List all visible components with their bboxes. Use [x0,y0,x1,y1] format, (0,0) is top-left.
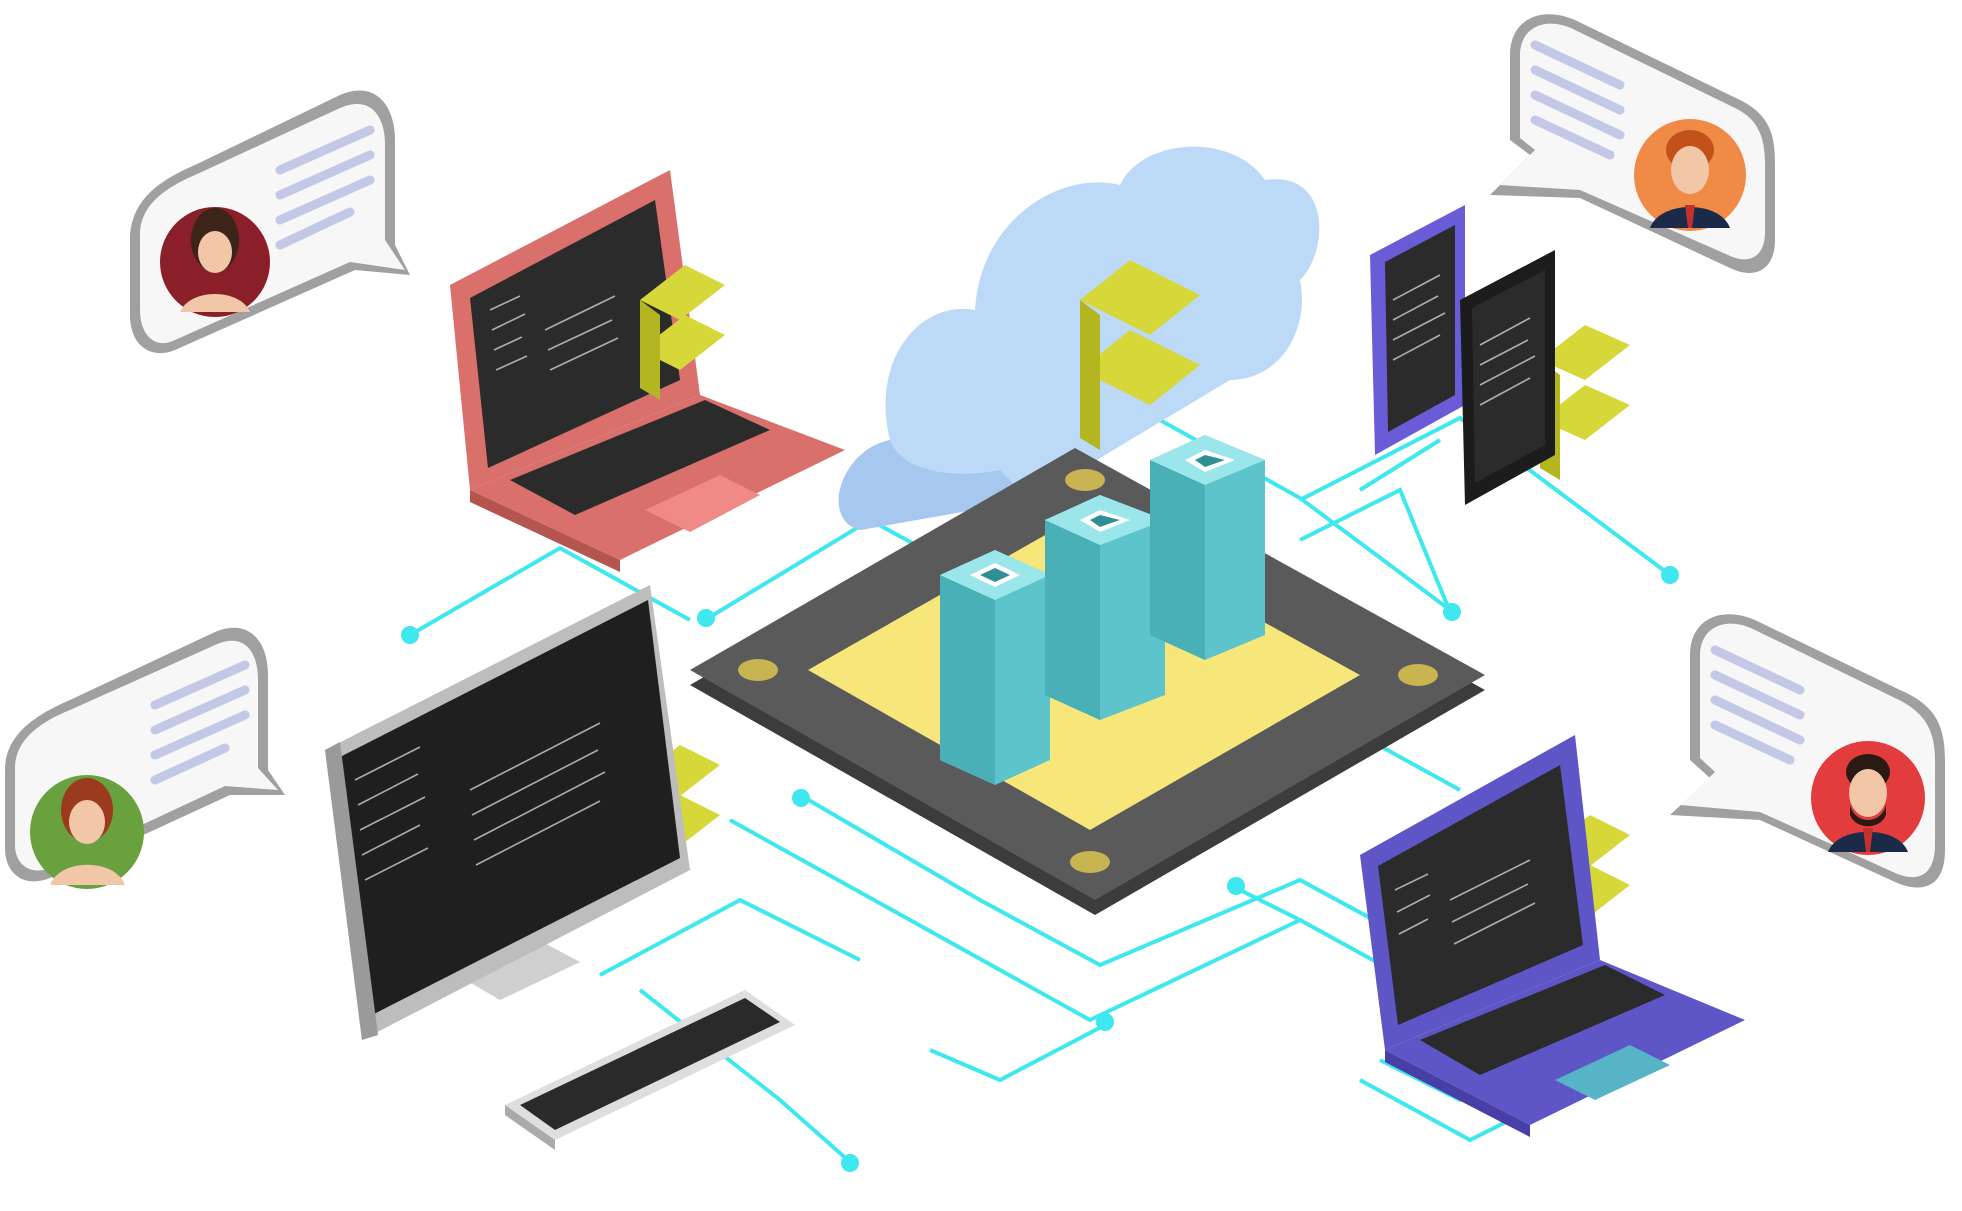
user-avatar-icon [1811,741,1925,855]
server-tower-icon [940,550,1050,785]
server-tower-icon [1150,435,1265,660]
user-avatar-icon [160,207,270,317]
smartphone-icon [1460,250,1555,505]
laptop-icon [450,170,845,572]
app-logo-icon [640,265,725,400]
circuit-nodes [401,566,1679,1172]
smartphone-icon [1370,205,1465,455]
chat-bubble-icon [130,90,410,354]
server-tower-icon [1045,495,1165,720]
laptop-icon [1360,735,1745,1137]
keyboard-icon [505,990,795,1150]
app-logo-icon [1080,260,1200,450]
desktop-monitor-icon [325,585,690,1040]
user-avatar-icon [1634,119,1746,231]
user-avatar-icon [30,775,144,889]
